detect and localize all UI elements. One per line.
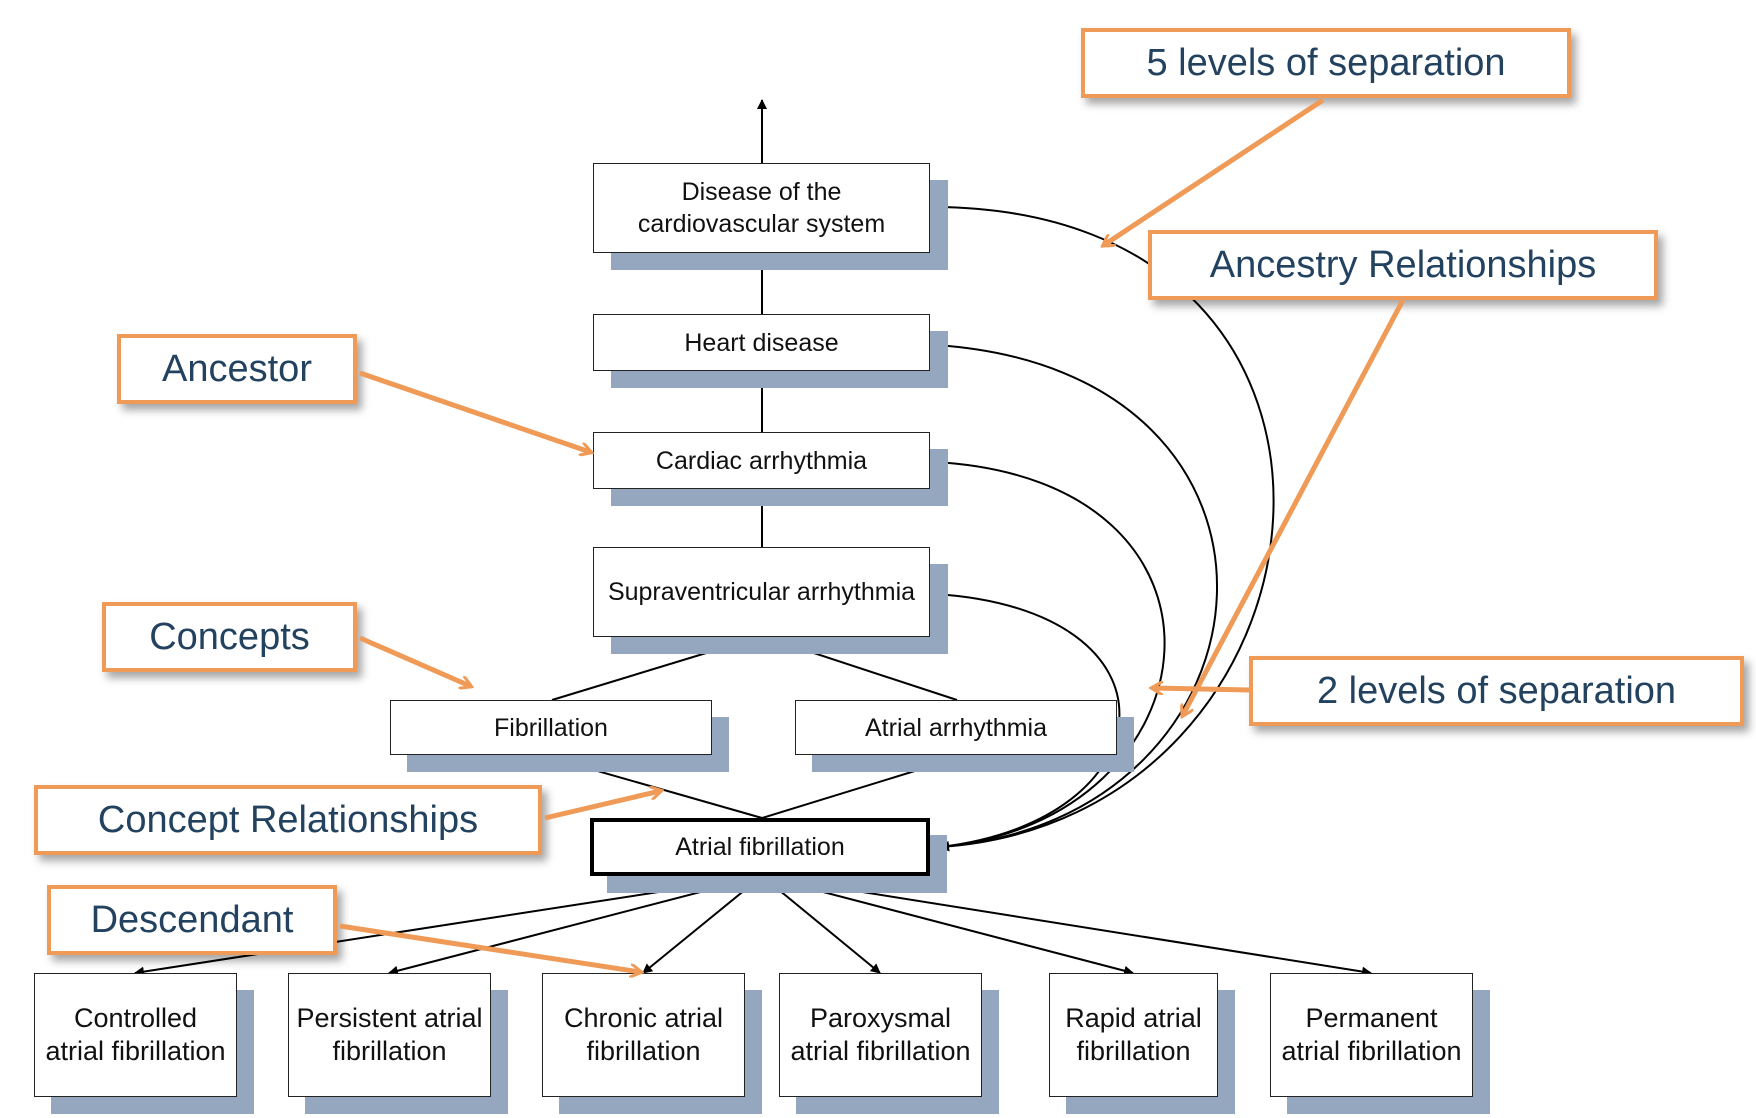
node-disease-cardiovascular: Disease of the cardiovascular system xyxy=(593,163,930,253)
node-permanent-af: Permanent atrial fibrillation xyxy=(1270,973,1473,1097)
node-paroxysmal-af: Paroxysmal atrial fibrillation xyxy=(779,973,982,1097)
node-controlled-af: Controlled atrial fibrillation xyxy=(34,973,237,1097)
callout-two-levels: 2 levels of separation xyxy=(1249,656,1744,726)
node-supraventricular-arrhythmia: Supraventricular arrhythmia xyxy=(593,547,930,637)
node-persistent-af: Persistent atrial fibrillation xyxy=(288,973,491,1097)
node-atrial-arrhythmia: Atrial arrhythmia xyxy=(795,700,1117,755)
callout-ancestry-relationships: Ancestry Relationships xyxy=(1148,230,1658,300)
node-heart-disease: Heart disease xyxy=(593,314,930,371)
node-atrial-fibrillation: Atrial fibrillation xyxy=(590,818,930,876)
node-rapid-af: Rapid atrial fibrillation xyxy=(1049,973,1218,1097)
callout-concepts: Concepts xyxy=(102,602,357,672)
ancestry-curve-supra xyxy=(934,593,1121,851)
node-fibrillation: Fibrillation xyxy=(390,700,712,755)
node-chronic-af: Chronic atrial fibrillation xyxy=(542,973,745,1097)
callout-five-levels: 5 levels of separation xyxy=(1081,28,1571,98)
node-cardiac-arrhythmia: Cardiac arrhythmia xyxy=(593,432,930,489)
callout-concept-relationships: Concept Relationships xyxy=(34,785,542,855)
callout-ancestor: Ancestor xyxy=(117,334,357,404)
callout-descendant: Descendant xyxy=(47,885,337,955)
ancestry-curve-cardiac xyxy=(934,461,1166,852)
